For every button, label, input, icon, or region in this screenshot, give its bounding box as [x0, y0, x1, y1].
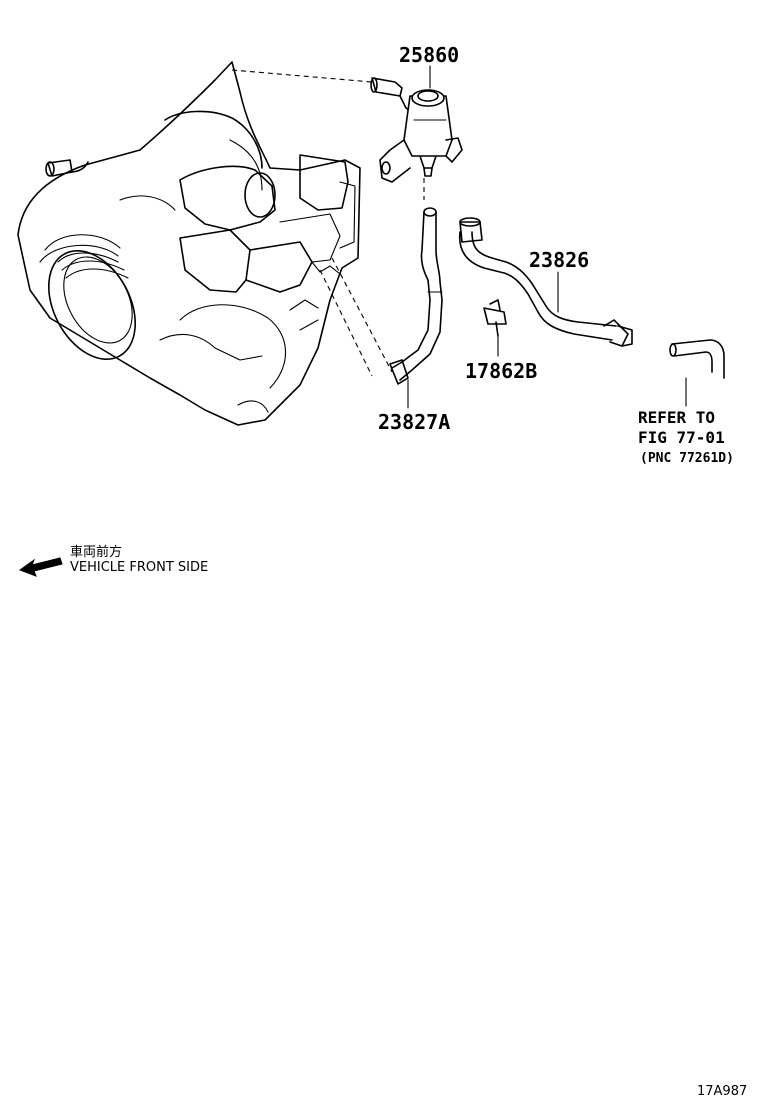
reference-line-3: (PNC 77261D) — [640, 451, 734, 466]
part-label-23827a: 23827A — [378, 410, 451, 434]
hose-23827a — [389, 207, 443, 385]
clamp-17862b — [483, 299, 507, 337]
vsv-valve — [370, 77, 463, 183]
reference-hose — [669, 339, 725, 379]
direction-label-en: VEHICLE FRONT SIDE — [70, 560, 209, 575]
reference-line-2: FIG 77-01 — [638, 428, 725, 447]
part-label-25860: 25860 — [399, 43, 460, 67]
part-label-23826: 23826 — [529, 248, 590, 272]
leader-lines — [231, 65, 687, 409]
figure-code: 17A987 — [697, 1084, 748, 1099]
direction-label-jp: 車両前方 — [70, 545, 123, 560]
throttle-body-assembly — [17, 61, 361, 426]
front-arrow-icon — [18, 557, 63, 577]
part-label-17862b: 17862B — [465, 359, 538, 383]
hose-23826 — [458, 217, 633, 347]
reference-line-1: REFER TO — [638, 408, 716, 427]
